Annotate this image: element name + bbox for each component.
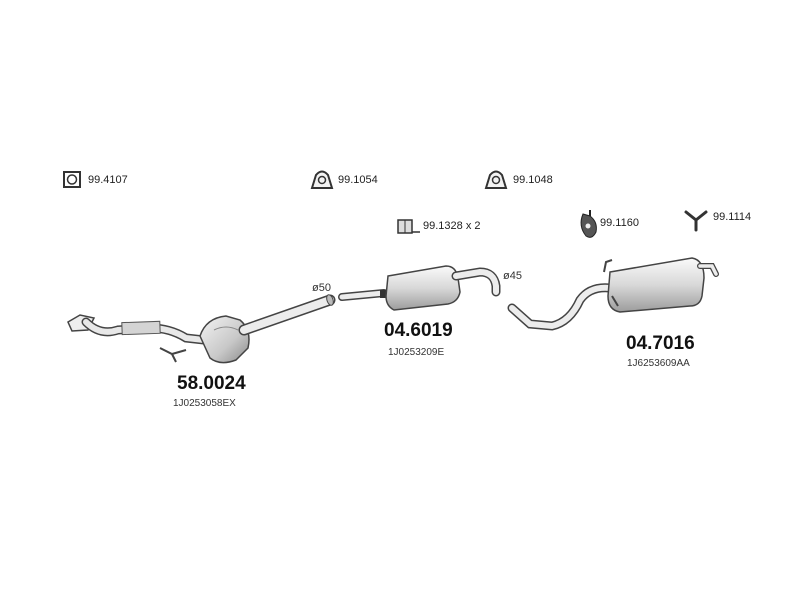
accessory-label-fork-bracket: 99.1114 [713, 211, 752, 223]
fork-bracket-icon [684, 210, 708, 232]
clamp-square-icon [63, 171, 81, 188]
bracket-icon [397, 219, 420, 234]
oem-number-middle: 1J0253209E [388, 347, 445, 358]
part-number-rear: 04.7016 [626, 333, 695, 354]
accessory-label-rubber-mount: 99.1160 [600, 217, 639, 229]
accessory-label-clamp-square: 99.4107 [88, 174, 128, 186]
hanger-a-icon [310, 170, 334, 189]
accessory-label-hanger-b: 99.1048 [513, 174, 553, 186]
accessory-label-bracket: 99.1328 x 2 [423, 220, 481, 232]
diameter-label-front: ø50 [312, 282, 331, 294]
part-number-middle: 04.6019 [384, 320, 453, 341]
middle-silencer [338, 265, 501, 311]
rubber-mount-icon [580, 210, 597, 238]
accessory-label-hanger-a: 99.1054 [338, 174, 378, 186]
diameter-label-rear: ø45 [503, 270, 522, 282]
oem-number-front: 1J0253058EX [173, 398, 236, 409]
rear-silencer [507, 257, 719, 331]
part-number-front: 58.0024 [177, 373, 246, 394]
front-pipe-catalytic-converter [67, 294, 336, 364]
hanger-b-icon [484, 170, 508, 189]
oem-number-rear: 1J6253609AA [627, 358, 690, 369]
